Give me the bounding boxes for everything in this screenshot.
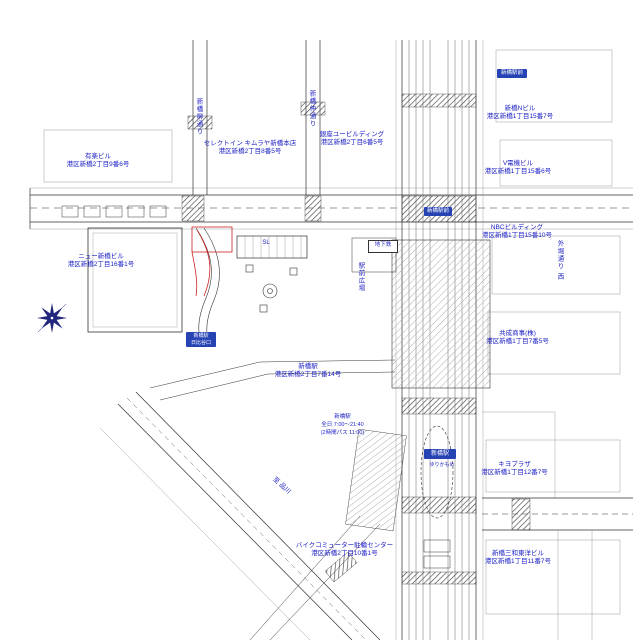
sign-yurikamome-station: 新橋駅	[424, 449, 456, 459]
sign-hibiya-exit: 新橋駅 日比谷口	[186, 332, 216, 347]
buildings	[61, 205, 451, 569]
station-platforms	[391, 239, 491, 389]
sign-ekimae-north: 新橋駅前	[497, 69, 527, 78]
roads	[29, 40, 633, 640]
bus-loop	[420, 425, 454, 519]
compass-rose-icon	[37, 303, 67, 333]
crosswalks	[181, 93, 531, 585]
station-plaza	[195, 227, 298, 335]
label-metro-entrance: 地下鉄	[368, 240, 398, 253]
red-highlight	[191, 226, 233, 297]
sign-intersection: 新橋駅前	[424, 207, 452, 216]
